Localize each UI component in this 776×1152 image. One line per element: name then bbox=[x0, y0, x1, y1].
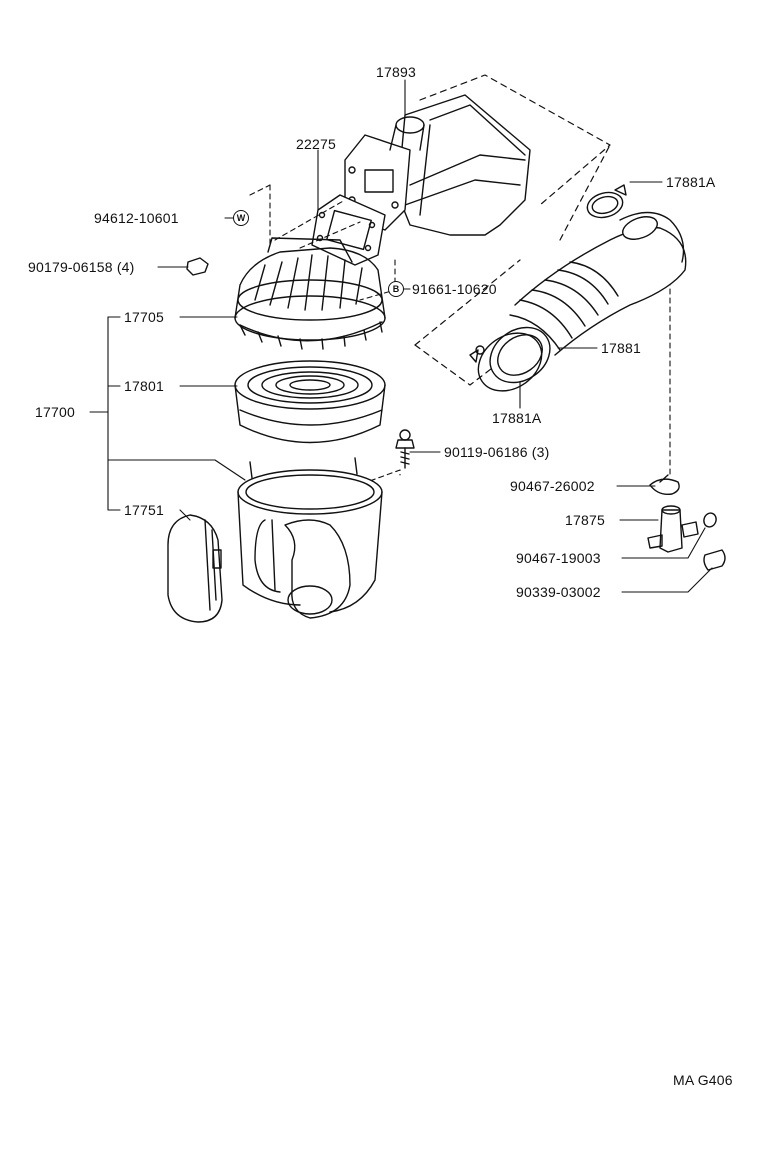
label-17705: 17705 bbox=[124, 309, 164, 325]
label-22275: 22275 bbox=[296, 136, 336, 152]
label-90467-26002: 90467-26002 bbox=[510, 478, 595, 494]
diagram-code: MA G406 bbox=[673, 1072, 733, 1088]
label-17893: 17893 bbox=[376, 64, 416, 80]
side-duct-17751 bbox=[167, 514, 223, 623]
leader-lines bbox=[89, 79, 713, 593]
fitting-17875 bbox=[647, 474, 726, 571]
label-94612-10601: 94612-10601 bbox=[94, 210, 179, 226]
label-90119-06186: 90119-06186 (3) bbox=[444, 444, 550, 460]
label-17875: 17875 bbox=[565, 512, 605, 528]
intake-connector-17893 bbox=[344, 94, 531, 236]
filter-element-17801 bbox=[234, 360, 386, 444]
marker-w-icon: W bbox=[233, 210, 249, 226]
marker-b-icon: B bbox=[388, 281, 404, 297]
label-90179-06158: 90179-06158 (4) bbox=[28, 259, 135, 275]
case-17700 bbox=[237, 457, 383, 619]
nut-90179 bbox=[186, 257, 209, 276]
label-17881: 17881 bbox=[601, 340, 641, 356]
assembly-dashed-outline bbox=[414, 74, 611, 386]
label-17751: 17751 bbox=[124, 502, 164, 518]
hose-17881 bbox=[469, 184, 687, 392]
housing-cap-17705 bbox=[234, 237, 386, 350]
bolt-90119 bbox=[395, 429, 415, 469]
label-17881A-bottom: 17881A bbox=[492, 410, 542, 426]
label-90467-19003: 90467-19003 bbox=[516, 550, 601, 566]
label-17700: 17700 bbox=[35, 404, 75, 420]
label-91661-10620: 91661-10620 bbox=[412, 281, 497, 297]
label-17801: 17801 bbox=[124, 378, 164, 394]
label-17881A-top: 17881A bbox=[666, 174, 716, 190]
label-90339-03002: 90339-03002 bbox=[516, 584, 601, 600]
